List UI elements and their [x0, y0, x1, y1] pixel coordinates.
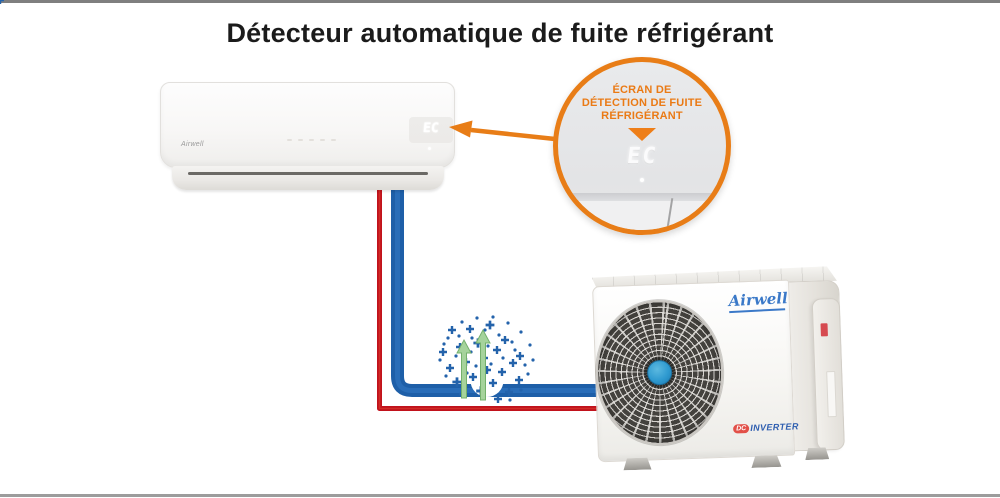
outlet-vane-line — [188, 172, 428, 175]
indoor-leak-display: EC — [409, 117, 453, 143]
callout-label: ÉCRAN DE DÉTECTION DE FUITE RÉFRIGÉRANT — [558, 84, 726, 123]
leak-display-callout: ÉCRAN DE DÉTECTION DE FUITE RÉFRIGÉRANT … — [553, 57, 731, 235]
bottom-border-line — [0, 494, 1000, 497]
callout-display-code-wrap: EC — [558, 144, 726, 169]
outdoor-brand-logo: Airwell — [728, 289, 788, 314]
indoor-display-code: EC — [422, 121, 440, 136]
page-title: Détecteur automatique de fuite réfrigéra… — [226, 18, 774, 48]
callout-label-line2: DÉTECTION DE FUITE — [581, 97, 703, 109]
indoor-brand-logo: Airwell — [181, 141, 204, 148]
leak-gap — [470, 364, 504, 397]
top-border-line — [0, 0, 1000, 3]
outdoor-valve-cover — [811, 297, 845, 451]
callout-panel-lower — [558, 201, 726, 230]
inverter-text-label: INVERTER — [750, 421, 799, 433]
pipe-red-highlight — [378, 185, 598, 410]
outdoor-ac-unit: Airwell DC INVERTER — [586, 258, 853, 479]
leak-sparkles-icon — [0, 0, 535, 403]
indoor-ac-unit: Airwell EC — [160, 82, 455, 168]
callout-panel-edge — [558, 193, 726, 201]
callout-display-code: EC — [625, 144, 659, 169]
valve-white-label — [826, 370, 837, 418]
outdoor-foot — [805, 447, 829, 460]
inverter-dc-label: DC — [732, 423, 750, 434]
callout-display-dot — [640, 178, 644, 182]
valve-red-label — [820, 323, 828, 337]
callout-label-line1: ÉCRAN DE — [612, 84, 672, 96]
indoor-display-dot — [428, 147, 431, 150]
outdoor-foot — [751, 455, 781, 468]
callout-label-line3: RÉFRIGÉRANT — [601, 110, 683, 122]
pipe-blue-highlight — [395, 185, 598, 393]
leak-arrows-icon — [456, 328, 491, 401]
down-triangle-icon — [628, 128, 656, 141]
outdoor-foot — [623, 457, 651, 470]
indoor-indicator-louvers — [287, 139, 336, 141]
indoor-air-outlet-flap — [172, 166, 444, 190]
